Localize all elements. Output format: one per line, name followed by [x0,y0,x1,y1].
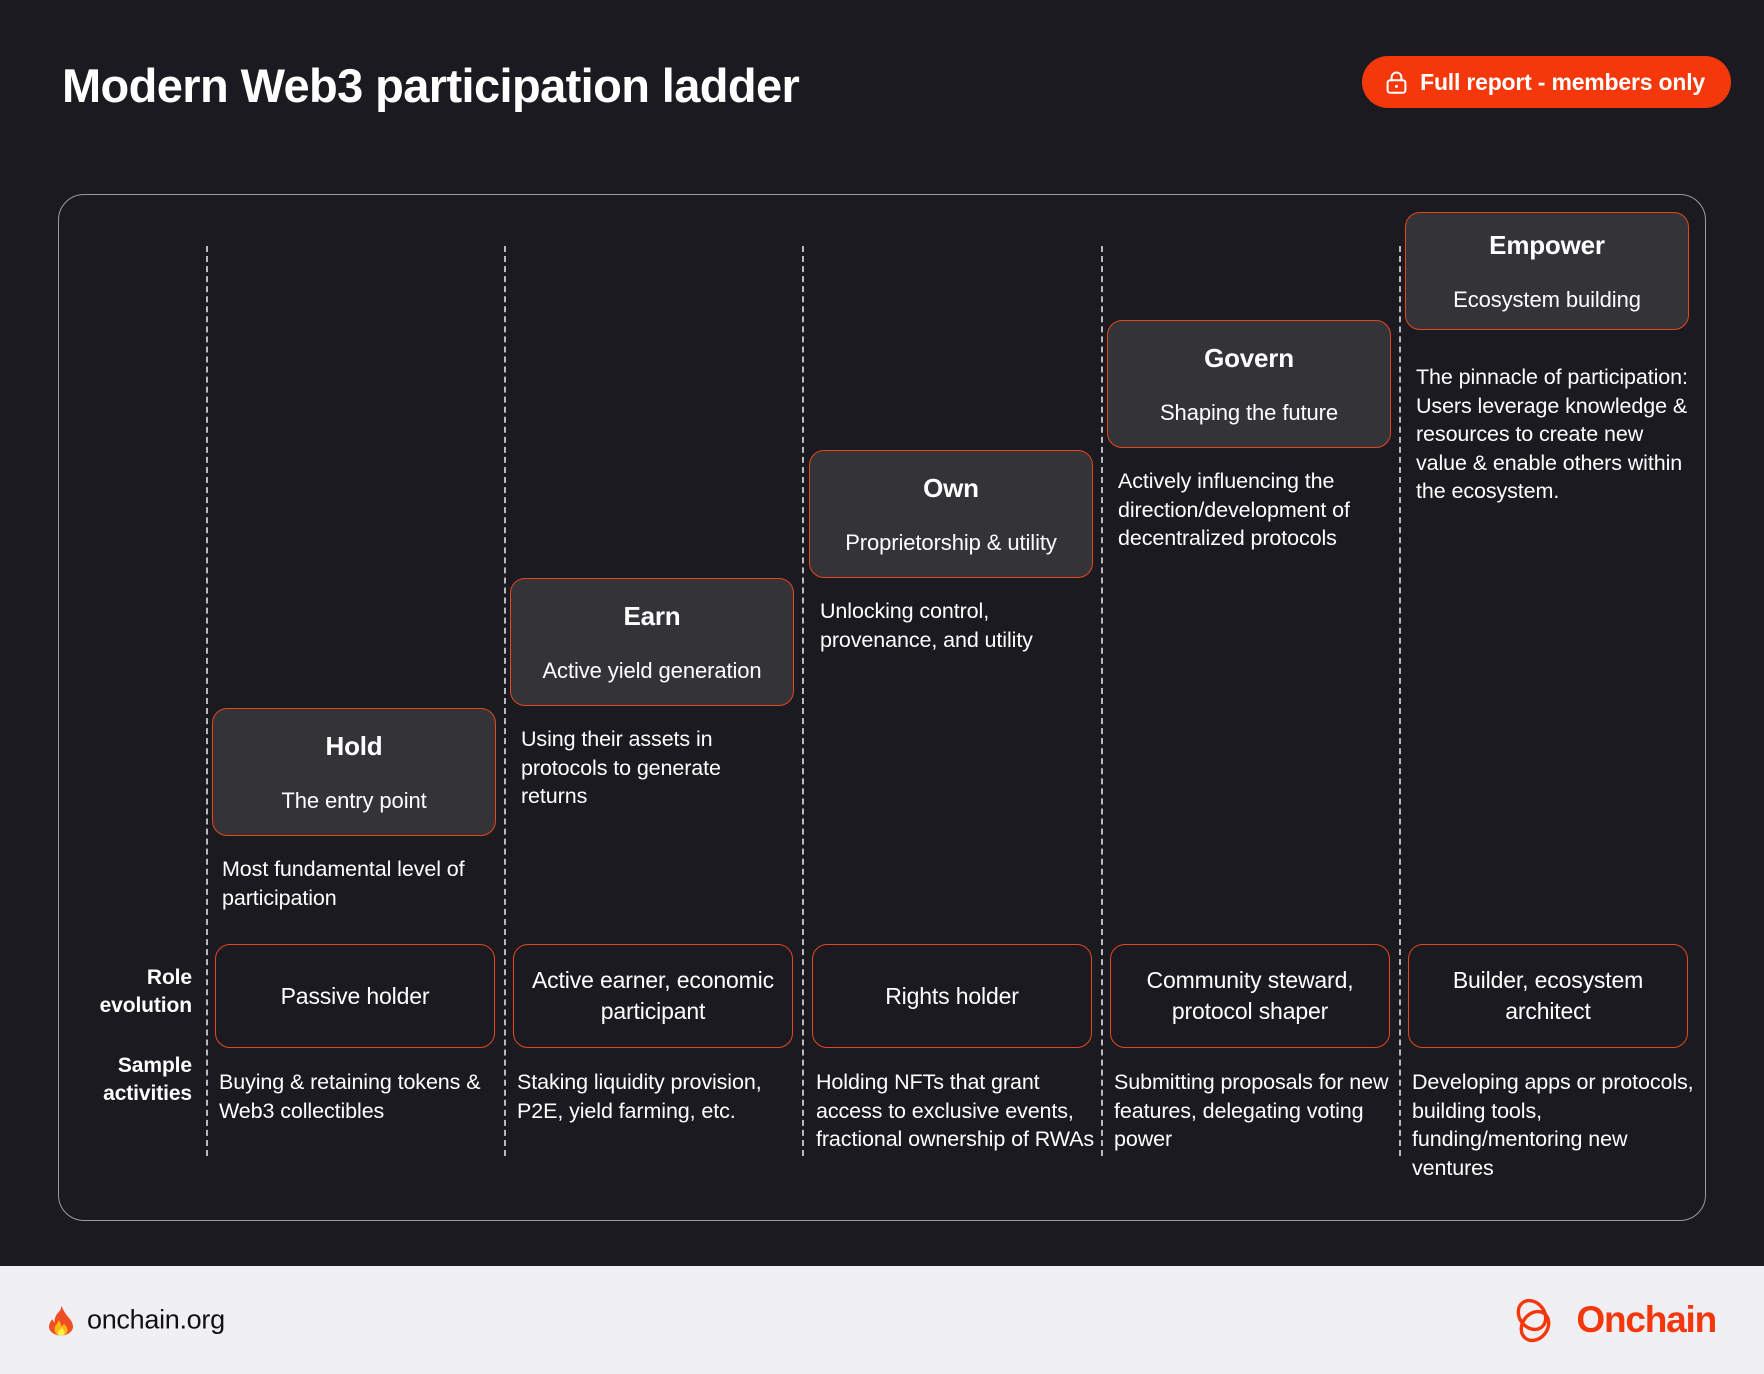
footer-site-label: onchain.org [87,1304,225,1335]
lock-icon [1386,71,1407,94]
ladder-frame [58,194,1706,1221]
fire-icon [48,1305,74,1335]
full-report-badge-label: Full report - members only [1420,68,1705,95]
onchain-wordmark: Onchain [1576,1299,1717,1340]
footer-logo-group[interactable]: Onchain [1513,1295,1717,1345]
footer-site-group[interactable]: onchain.org [48,1305,225,1336]
header: Modern Web3 participation ladder Full re… [0,0,1764,150]
page-title: Modern Web3 participation ladder [62,59,800,112]
footer: onchain.org Onchain [0,1266,1764,1374]
onchain-knot-icon [1513,1295,1563,1345]
full-report-badge[interactable]: Full report - members only [1362,56,1731,108]
